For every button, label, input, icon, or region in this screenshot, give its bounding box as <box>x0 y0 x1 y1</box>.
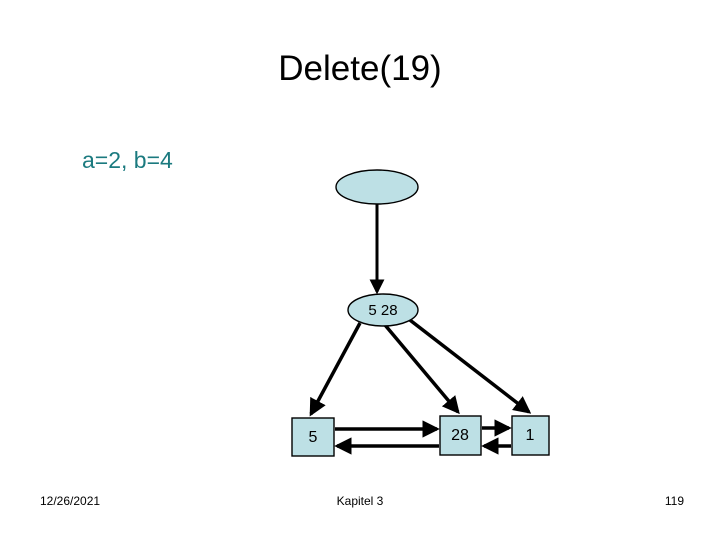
leaf-5-label: 5 <box>309 429 318 446</box>
root-ellipse-shape <box>335 169 419 205</box>
edge-internal-to-leaf-5 <box>309 322 362 417</box>
leaf-1-box-shape <box>511 415 550 456</box>
edge-internal-to-leaf-1 <box>404 315 532 414</box>
leaf-28-label: 28 <box>451 427 469 444</box>
page-title: Delete(19) <box>278 49 442 88</box>
node-leaf-5[interactable]: 5 <box>291 417 335 457</box>
node-root[interactable] <box>335 169 419 205</box>
slide-footer: 12/26/2021 Kapitel 3 119 <box>0 494 720 514</box>
internal-node-label: 5 28 <box>368 302 397 319</box>
parameter-annotation: a=2, b=4 <box>82 147 173 173</box>
leaf-1-label: 1 <box>526 427 535 444</box>
leaf-5-box-shape <box>291 417 335 457</box>
footer-page-number: 119 <box>664 494 684 508</box>
node-leaf-28[interactable]: 28 <box>439 415 482 456</box>
leaf-28-box-shape <box>439 415 482 456</box>
internal-ellipse-shape <box>347 293 419 327</box>
node-leaf-1[interactable]: 1 <box>511 415 550 456</box>
edge-internal-to-leaf-28 <box>383 323 460 415</box>
node-internal[interactable]: 5 28 <box>347 293 419 327</box>
footer-chapter: Kapitel 3 <box>336 494 384 508</box>
footer-date: 12/26/2021 <box>40 494 101 508</box>
